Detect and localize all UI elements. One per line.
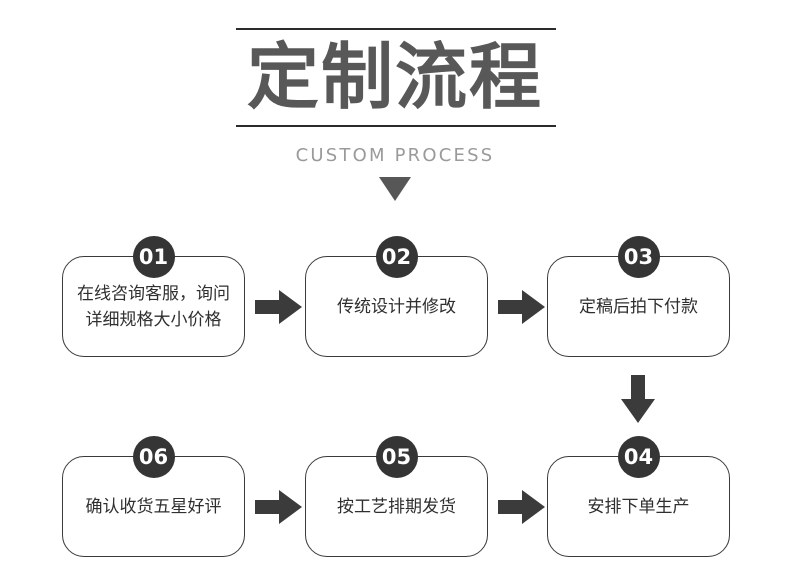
arrow-head: [522, 490, 545, 524]
step-badge-04: 04: [617, 436, 660, 478]
arrow-tail: [255, 300, 281, 314]
step-box-06[interactable]: 06 确认收货五星好评: [62, 436, 245, 557]
step-label-03: 定稿后拍下付款: [579, 296, 698, 317]
step-label-06: 确认收货五星好评: [85, 496, 222, 517]
arrow-tail: [631, 375, 645, 401]
step-box-04[interactable]: 04 安排下单生产: [547, 436, 730, 557]
arrow-head: [279, 290, 302, 324]
arrow-tail: [498, 500, 524, 514]
step-badge-01: 01: [132, 236, 175, 278]
step-label-01-line-1: 在线咨询客服，询问: [77, 283, 230, 304]
arrow-right-icon-06-05: [255, 490, 302, 524]
page-subtitle: CUSTOM PROCESS: [295, 145, 495, 166]
arrow-head: [279, 490, 302, 524]
step-box-01[interactable]: 01 在线咨询客服，询问 详细规格大小价格: [62, 236, 245, 357]
title-rule-bottom: [236, 125, 556, 127]
step-label-02: 传统设计并修改: [337, 296, 456, 317]
step-box-02[interactable]: 02 传统设计并修改: [305, 236, 488, 357]
arrow-tail: [255, 500, 281, 514]
page-title: 定制流程: [246, 35, 543, 119]
step-label-01-line-2: 详细规格大小价格: [85, 309, 222, 330]
arrow-right-icon-05-04: [498, 490, 545, 524]
arrow-down-icon-03-04: [621, 375, 655, 423]
step-badge-03: 03: [617, 236, 660, 278]
arrow-right-icon-01-02: [255, 290, 302, 324]
title-rule-top: [236, 28, 556, 30]
step-badge-02: 02: [375, 236, 418, 278]
step-box-05[interactable]: 05 按工艺排期发货: [305, 436, 488, 557]
step-box-03[interactable]: 03 定稿后拍下付款: [547, 236, 730, 357]
step-label-01: 在线咨询客服，询问 详细规格大小价格: [63, 257, 244, 356]
arrow-right-icon-02-03: [498, 290, 545, 324]
triangle-down-icon: [379, 177, 411, 201]
arrow-head: [621, 399, 655, 423]
step-badge-05: 05: [375, 436, 418, 478]
step-badge-06: 06: [132, 436, 175, 478]
step-label-05: 按工艺排期发货: [337, 496, 456, 517]
arrow-tail: [498, 300, 524, 314]
step-label-04: 安排下单生产: [587, 496, 690, 517]
arrow-head: [522, 290, 545, 324]
